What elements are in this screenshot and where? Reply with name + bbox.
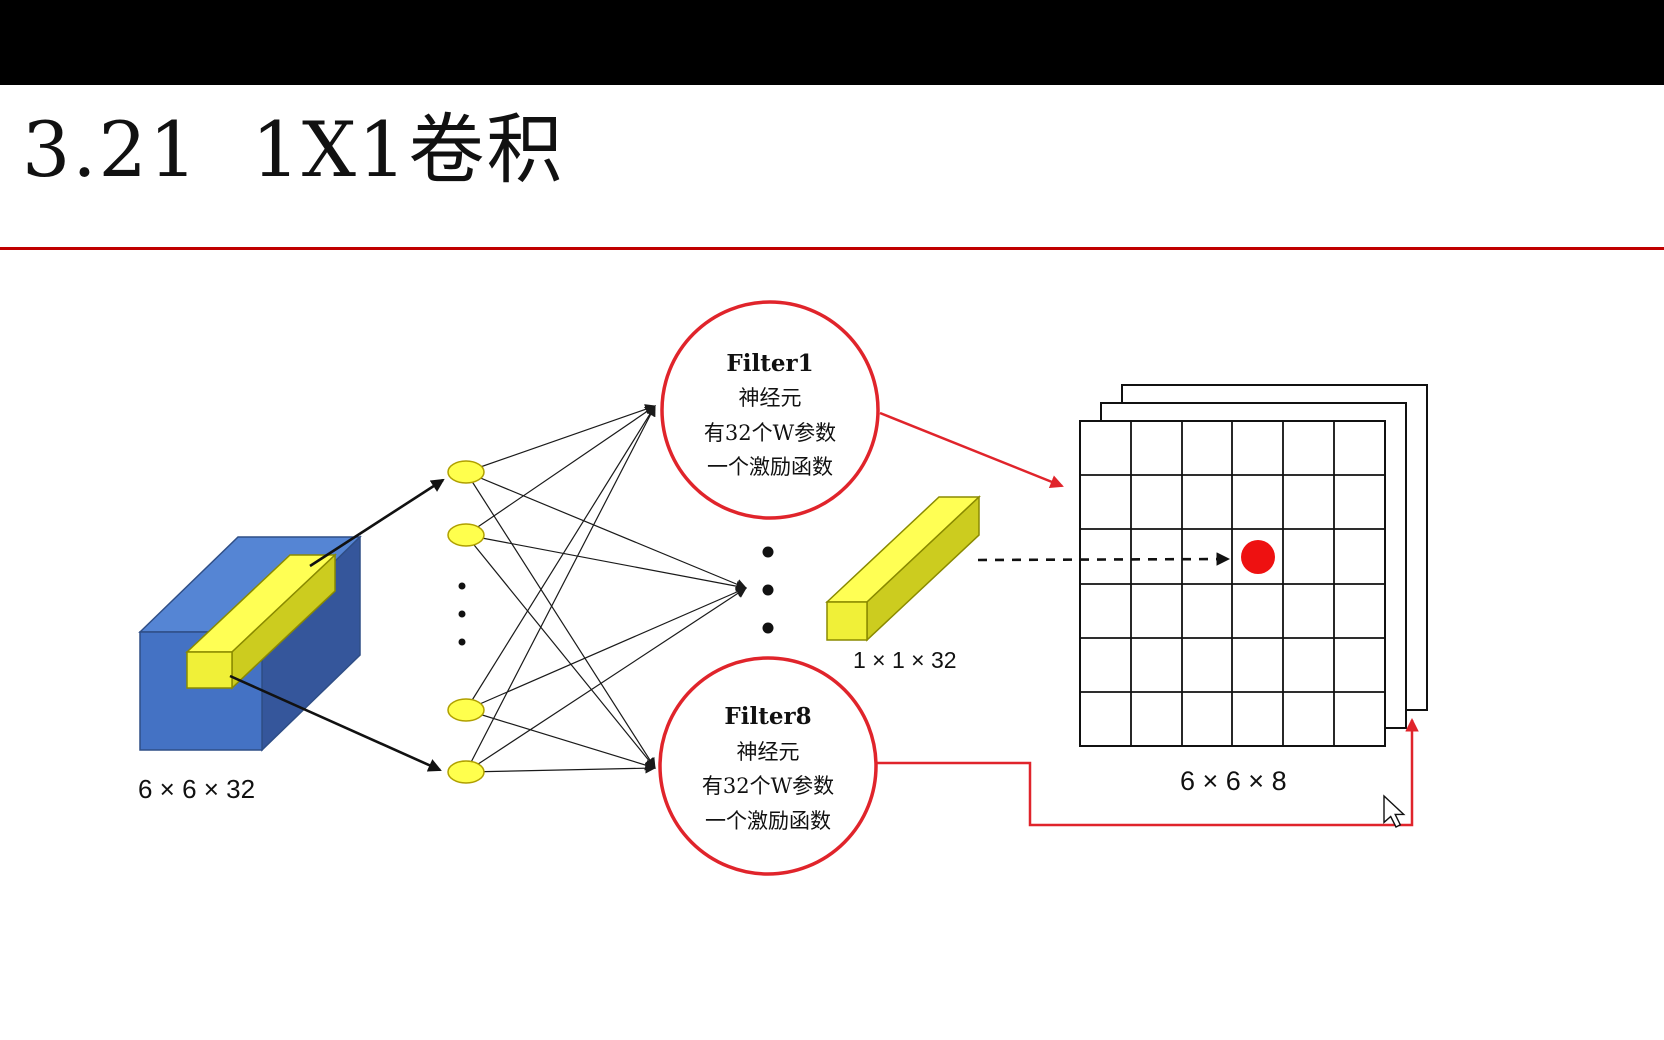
filter8-line2: 有32个W参数 bbox=[702, 774, 834, 798]
arrow-slice-to-top-neuron bbox=[309, 478, 445, 568]
output-grid-lines bbox=[1080, 421, 1385, 746]
filter1-line2: 有32个W参数 bbox=[704, 421, 836, 445]
arrow-slice-to-bottom-neuron bbox=[229, 674, 442, 772]
neuron-node bbox=[447, 698, 485, 722]
filter1-line1: 神经元 bbox=[739, 386, 802, 410]
filter1-circle: Filter1 神经元 有32个W参数 一个激励函数 bbox=[660, 300, 880, 520]
result-vector-bar bbox=[825, 495, 981, 642]
arrow-filter8-to-output bbox=[877, 717, 1419, 827]
output-volume-label: 6 × 6 × 8 bbox=[1180, 766, 1287, 796]
filter8-circle: Filter8 神经元 有32个W参数 一个激励函数 bbox=[658, 656, 878, 876]
filter8-name: Filter8 bbox=[724, 703, 811, 730]
input-volume-label: 6 × 6 × 32 bbox=[138, 774, 255, 804]
filter8-line1: 神经元 bbox=[737, 740, 800, 764]
neuron-node bbox=[447, 523, 485, 547]
filters-ellipsis-dots bbox=[762, 546, 774, 634]
filter1-name: Filter1 bbox=[726, 350, 813, 377]
output-volume-stack bbox=[1079, 384, 1428, 747]
neuron-connection-lines bbox=[465, 404, 748, 774]
input-slice-bar bbox=[185, 553, 337, 690]
mouse-cursor-icon bbox=[1383, 794, 1406, 828]
title-divider-line bbox=[0, 247, 1664, 250]
neuron-node bbox=[447, 760, 485, 784]
filter8-line3: 一个激励函数 bbox=[705, 809, 831, 833]
page-title: 3.21 1X1卷积 bbox=[22, 105, 565, 194]
arrow-filter1-to-output bbox=[879, 411, 1064, 488]
output-activation-dot bbox=[1241, 540, 1275, 574]
video-letterbox-bar bbox=[0, 0, 1664, 85]
neuron-nodes bbox=[447, 460, 485, 784]
arrow-vector-to-output-cell bbox=[977, 552, 1231, 566]
neuron-node bbox=[447, 460, 485, 484]
filter1-line3: 一个激励函数 bbox=[707, 455, 833, 479]
result-vector-label: 1 × 1 × 32 bbox=[853, 647, 957, 673]
